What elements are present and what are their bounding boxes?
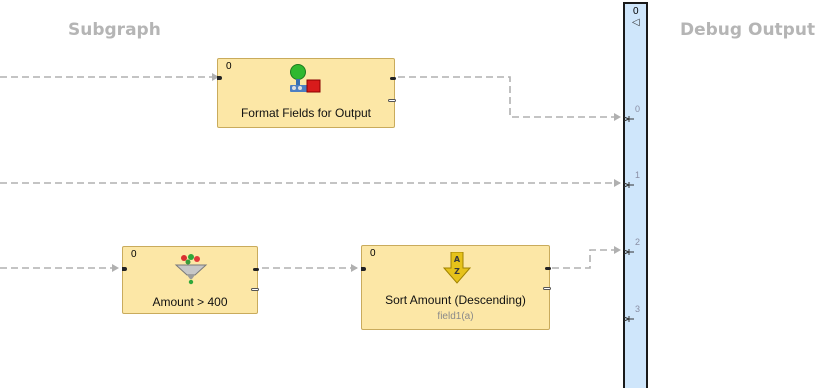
filter-funnel-icon (173, 253, 209, 290)
node-subtitle: field1(a) (437, 311, 474, 322)
debug-output-section-label: Debug Output (680, 20, 816, 40)
debug-input-port-0 (623, 116, 634, 122)
reformat-icon (285, 63, 325, 100)
debug-input-port-2 (623, 249, 634, 255)
arrowhead (614, 246, 621, 254)
svg-text:Z: Z (454, 267, 460, 276)
input-port[interactable] (361, 267, 366, 271)
output-port[interactable] (388, 99, 396, 102)
node-title: Amount > 400 (152, 295, 228, 309)
debug-input-port-3 (623, 316, 634, 322)
debug-port-label-0: 0 (635, 104, 641, 114)
output-port[interactable] (545, 267, 551, 270)
amount-filter-node[interactable]: 0 Amount > 400 (122, 246, 259, 314)
arrowhead (212, 73, 219, 81)
input-port-number: 0 (370, 248, 376, 259)
debug-port-count: 0 (633, 6, 639, 17)
node-title: Sort Amount (Descending) (385, 293, 526, 307)
debug-port-label-3: 3 (635, 304, 641, 314)
arrowhead (351, 264, 358, 272)
sort-az-icon: A Z (442, 251, 472, 289)
arrowhead (614, 179, 621, 187)
arrowhead (112, 264, 119, 272)
svg-text:A: A (454, 255, 461, 264)
format-fields-node[interactable]: 0 Format Fields for Output (217, 58, 396, 128)
edge-format-to-debug-0 (398, 76, 620, 118)
output-port[interactable] (253, 268, 259, 271)
output-port[interactable] (543, 287, 551, 290)
debug-output-node[interactable]: 0 ◁ 0 1 2 3 (623, 2, 648, 388)
node-title: Format Fields for Output (240, 106, 372, 120)
debug-port-label-1: 1 (635, 170, 641, 180)
output-port[interactable] (251, 288, 259, 291)
input-port-number: 0 (226, 61, 232, 72)
sort-amount-node[interactable]: 0 A Z Sort Amount (Descending) field1(a) (361, 245, 551, 330)
debug-port-label-2: 2 (635, 237, 641, 247)
input-port-number: 0 (131, 249, 137, 260)
output-port[interactable] (390, 77, 396, 80)
debug-input-port-1 (623, 182, 634, 188)
arrowhead (614, 113, 621, 121)
debug-port-markers (623, 116, 634, 322)
collapse-caret-icon[interactable]: ◁ (632, 17, 640, 28)
input-port[interactable] (122, 267, 127, 271)
edge-sort-to-debug-2 (552, 249, 620, 269)
subgraph-section-label: Subgraph (68, 20, 161, 40)
input-port[interactable] (217, 76, 222, 80)
